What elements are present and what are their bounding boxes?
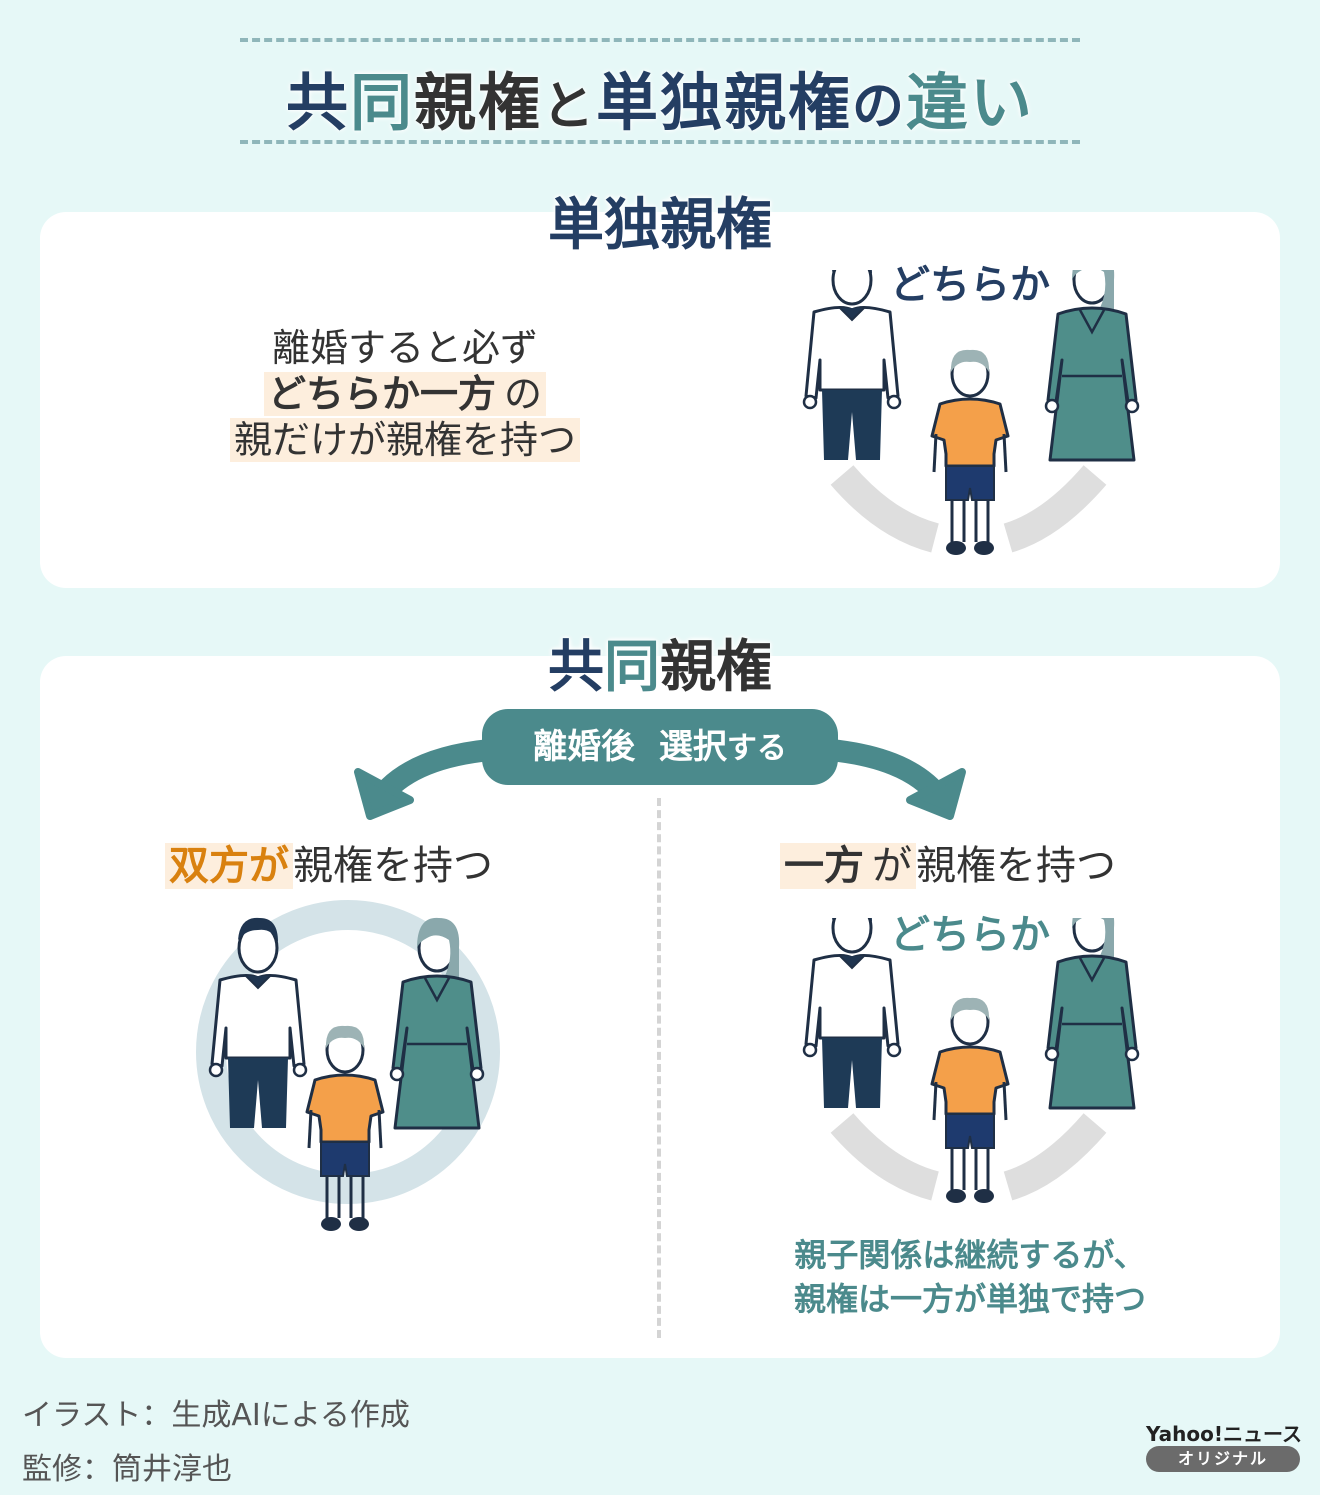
original-badge: オリジナル <box>1146 1446 1300 1472</box>
sole-either-label: どちらか <box>890 262 1050 308</box>
father-figure <box>802 918 902 1110</box>
child-figure <box>930 348 1010 557</box>
one-parent-arc-left <box>830 1113 940 1201</box>
title-divider-top <box>240 38 1080 42</box>
child-figure <box>930 996 1010 1205</box>
sole-desc-line1: 離婚すると必ず <box>271 326 538 370</box>
one-parent-note: 親子関係は継続するが、 親権は一方が単独で持つ <box>793 1236 1146 1318</box>
mother-figure <box>1044 270 1140 462</box>
joint-family-illustration <box>196 900 500 1233</box>
title-divider-bottom <box>240 140 1080 144</box>
one-parent-family-illustration <box>802 918 1140 1205</box>
sole-custody-heading: 単独親権 <box>548 193 772 258</box>
sole-desc-line3: 親だけが親権を持つ <box>190 417 620 463</box>
sole-family-illustration <box>802 270 1140 557</box>
joint-either-label: どちらか <box>890 912 1050 958</box>
sole-arc-right <box>1003 465 1107 553</box>
supervisor-credit: 監修：筒井淳也 <box>22 1452 232 1487</box>
illustration-credit: イラスト：生成AIによる作成 <box>22 1398 410 1433</box>
choose-after-divorce-badge: 離婚後 選択する <box>482 709 838 785</box>
mother-figure <box>389 916 485 1130</box>
sole-desc-line2: どちらか一方の <box>190 371 620 417</box>
sole-arc-left <box>830 465 940 553</box>
yahoo-news-logo: Yahoo!ニュース <box>1146 1422 1302 1446</box>
both-parents-heading: 双方が親権を持つ <box>165 833 493 891</box>
sole-custody-description: 離婚すると必ず どちらか一方の 親だけが親権を持つ <box>190 325 620 463</box>
branch-arrows <box>354 739 966 820</box>
one-parent-arc-right <box>1003 1113 1107 1201</box>
left-arrowhead <box>354 768 414 820</box>
column-divider <box>657 798 661 1338</box>
page-title: 共同親権と単独親権の違い <box>285 66 1035 139</box>
right-arrowhead <box>906 768 966 820</box>
father-figure <box>802 270 902 462</box>
joint-custody-heading: 共同親権 <box>548 635 772 700</box>
one-parent-heading: 一方が親権を持つ <box>780 833 1116 891</box>
mother-figure <box>1044 918 1140 1110</box>
shared-custody-ring <box>196 900 500 1204</box>
